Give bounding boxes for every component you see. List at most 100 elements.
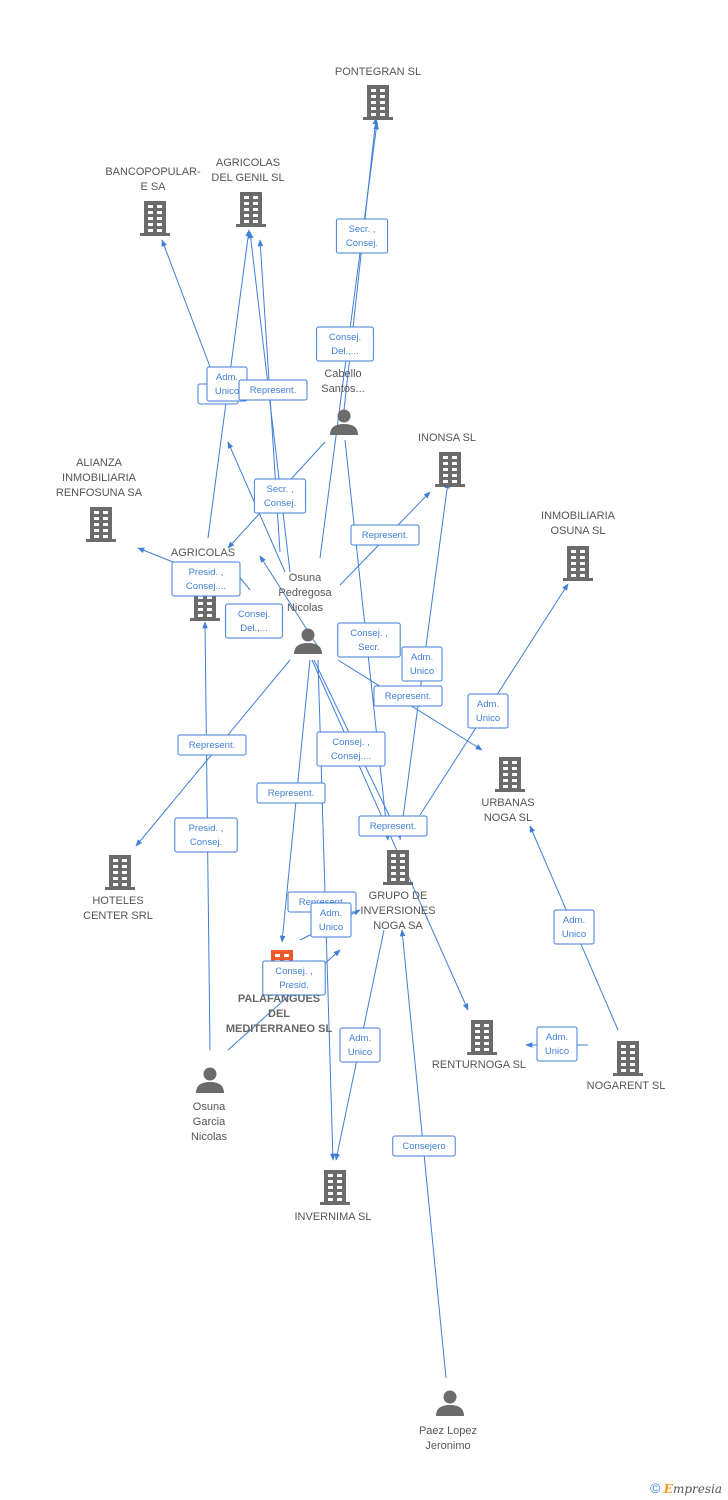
person-icon[interactable] [196, 1067, 224, 1094]
edge-label[interactable]: Secr. ,Consej. [253, 478, 307, 514]
edge-label[interactable]: Adm.Unico [467, 693, 509, 729]
node-label: Cabello [324, 368, 361, 380]
building-icon[interactable] [105, 855, 135, 890]
building-icon[interactable] [563, 546, 593, 581]
node-pontegran[interactable]: PONTEGRAN SL [335, 66, 421, 120]
edge-label-text: Consej.... [186, 581, 226, 592]
node-label: GRUPO DE [369, 890, 428, 902]
node-label: Pedregosa [278, 587, 332, 599]
edge-label[interactable]: Adm.Unico [401, 646, 443, 682]
edge-label[interactable]: Secr. , Consej. [335, 218, 389, 254]
node-label: RENTURNOGA SL [432, 1059, 526, 1071]
edge-label-text: Unico [348, 1047, 372, 1058]
node-bancopopular[interactable]: BANCOPOPULAR- E SA [105, 166, 201, 236]
node-label: Nicolas [191, 1131, 228, 1143]
node-label: INVERNIMA SL [294, 1211, 371, 1223]
node-label: NOGA SA [373, 920, 423, 932]
relationship-edge [343, 117, 379, 411]
node-label: PONTEGRAN SL [335, 66, 421, 78]
edge-label[interactable]: Represent. [373, 685, 443, 707]
node-label: CENTER SRL [83, 910, 153, 922]
node-invernima[interactable]: INVERNIMA SL [294, 1170, 372, 1223]
edge-label[interactable]: Consej.Del.,... [225, 603, 283, 639]
edge-label-text: Represent. [189, 740, 235, 751]
building-icon[interactable] [363, 85, 393, 120]
node-hoteles[interactable]: HOTELES CENTER SRL [83, 855, 153, 922]
edge-label[interactable]: Represent. [177, 734, 247, 756]
edge-label[interactable]: Represent. [238, 379, 308, 401]
edge-label[interactable]: Adm.Unico [536, 1026, 578, 1062]
node-label: INMOBILIARIA [62, 472, 137, 484]
edge-label-text: Unico [562, 929, 586, 940]
edge-label[interactable]: Adm. Unico [310, 902, 352, 938]
edge-label-text: Unico [410, 666, 434, 677]
node-label: PALAFANGUES [238, 993, 320, 1005]
edge-label[interactable]: Presid. ,Consej.... [171, 561, 241, 597]
node-label: Paez Lopez [419, 1425, 477, 1437]
node-label: ALIANZA [76, 457, 123, 469]
edge-label-text: Consej. [264, 498, 296, 509]
edge-label[interactable]: Represent. [256, 782, 326, 804]
person-icon[interactable] [436, 1390, 464, 1417]
edge-label-text: Represent. [362, 530, 408, 541]
edge-label[interactable]: Consej. ,Secr. [337, 622, 401, 658]
edge-label-text: Adm. [320, 908, 342, 919]
person-icon[interactable] [330, 409, 358, 436]
node-label: E SA [140, 181, 166, 193]
edge-label-text: Consej.... [331, 751, 371, 762]
node-label: Osuna [193, 1101, 226, 1113]
edge-label-text: Consej. [190, 837, 222, 848]
edge-label[interactable]: Represent. [358, 815, 428, 837]
edge-label[interactable]: Represent. [350, 524, 420, 546]
node-label: Santos... [321, 383, 364, 395]
node-inonsa[interactable]: INONSA SL [418, 432, 476, 487]
building-icon[interactable] [613, 1041, 643, 1076]
edge-label[interactable]: Presid. ,Consej. [174, 817, 238, 853]
node-label: OSUNA SL [550, 525, 605, 537]
edge-label[interactable]: Adm. Unico [553, 909, 595, 945]
edge-label-text: Secr. , [349, 224, 376, 235]
building-icon[interactable] [320, 1170, 350, 1205]
node-label: Nicolas [287, 602, 324, 614]
node-label: HOTELES [92, 895, 143, 907]
edge-label-text: Consejero [402, 1141, 445, 1152]
edge-label[interactable]: Consejero [392, 1135, 456, 1157]
node-label: DEL [268, 1008, 290, 1020]
node-label: BANCOPOPULAR- [105, 166, 201, 178]
edge-label-text: Unico [319, 922, 343, 933]
edge-label-text: Represent. [385, 691, 431, 702]
building-icon[interactable] [383, 850, 413, 885]
relationship-edge [161, 239, 213, 373]
edge-label[interactable]: Consej.Del.,... [316, 326, 374, 362]
building-icon[interactable] [435, 452, 465, 487]
node-label: INONSA SL [418, 432, 476, 444]
edge-label-text: Adm. [563, 915, 585, 926]
node-renturnoga[interactable]: RENTURNOGA SL [432, 1020, 526, 1071]
edge-label-text: Consej. [346, 238, 378, 249]
node-cabello[interactable]: CabelloSantos... [321, 368, 365, 436]
person-icon[interactable] [294, 628, 322, 655]
building-icon[interactable] [495, 757, 525, 792]
node-inmobiliaria-osuna[interactable]: INMOBILIARIA OSUNA SL [541, 510, 616, 581]
building-icon[interactable] [467, 1020, 497, 1055]
edge-label[interactable]: Adm.Unico [339, 1027, 381, 1063]
edge-label[interactable]: Consej. ,Consej.... [316, 731, 386, 767]
node-label: AGRICOLAS [216, 157, 280, 169]
node-nogarent[interactable]: NOGARENT SL [587, 1041, 666, 1092]
building-icon[interactable] [86, 507, 116, 542]
node-label: RENFOSUNA SA [56, 487, 143, 499]
edge-label[interactable]: Consej. ,Presid. [262, 960, 326, 996]
edge-label-text: Adm. [477, 699, 499, 710]
building-icon[interactable] [236, 192, 266, 227]
building-icon[interactable] [140, 201, 170, 236]
edge-label[interactable]: Adm.Unico [206, 366, 248, 402]
node-alianza[interactable]: ALIANZA INMOBILIARIA RENFOSUNA SA [56, 457, 143, 542]
node-label: INMOBILIARIA [541, 510, 616, 522]
